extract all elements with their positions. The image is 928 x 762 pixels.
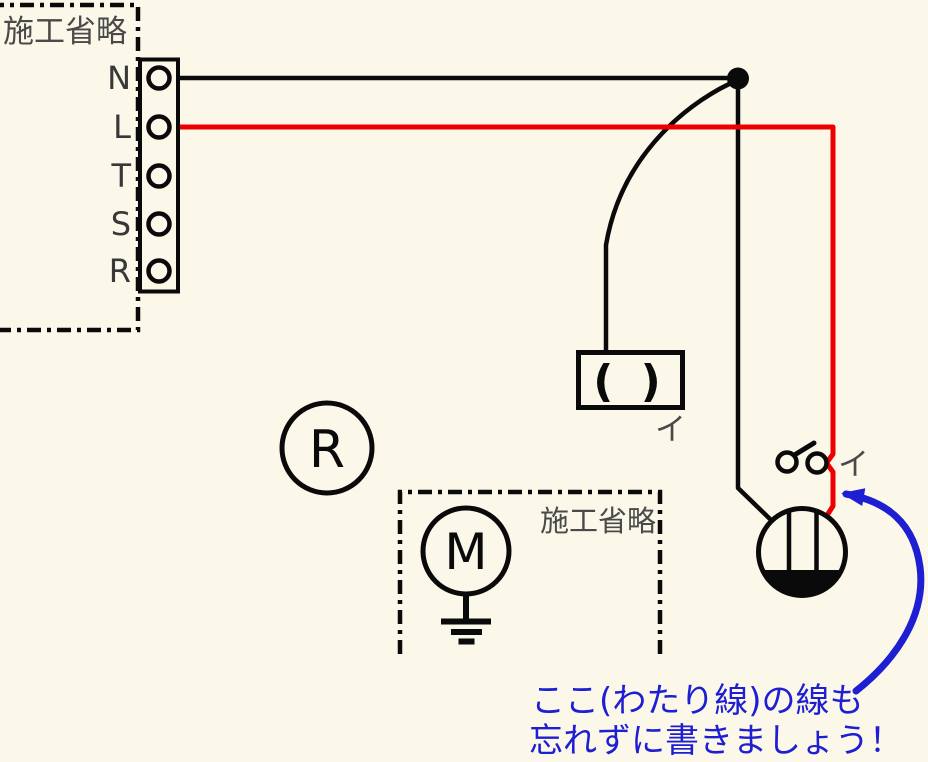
terminal-block: N L T S R <box>107 57 180 294</box>
terminal-label-r: R <box>109 252 131 290</box>
motor-panel-label: 施工省略 <box>540 504 656 538</box>
ground-icon <box>441 594 491 645</box>
terminal-label-n: N <box>107 59 131 97</box>
terminal-r <box>146 258 172 284</box>
neutral-wire-to-lamp <box>735 75 773 522</box>
live-wire-red <box>167 124 836 520</box>
annotation: ここ(わたり線)の線も 忘れずに書きましょう！ <box>529 488 925 761</box>
neutral-wire-curve-to-device <box>603 77 741 355</box>
switch-contact-right <box>805 451 829 475</box>
terminal-n <box>146 65 172 91</box>
blank-device-box <box>576 350 685 410</box>
junction-dot <box>727 67 749 90</box>
blank-device-circuit-mark: イ <box>655 412 686 448</box>
terminal-t <box>146 163 172 189</box>
switch-circuit-mark: イ <box>838 447 869 483</box>
terminal-l <box>146 114 172 140</box>
terminal-s <box>146 211 172 237</box>
blank-device-value: ( ) <box>593 356 667 407</box>
annotation-line1: ここ(わたり線)の線も <box>531 681 864 721</box>
ringer-circle <box>279 400 375 496</box>
switch-contact-left <box>775 450 799 474</box>
lamp-filled-base <box>761 570 843 597</box>
annotation-arrow <box>841 488 925 695</box>
motor-letter: M <box>444 523 487 581</box>
motor-panel-dashdot-border <box>397 489 663 654</box>
wires <box>167 67 836 522</box>
annotation-line2: 忘れずに書きましょう！ <box>529 721 903 761</box>
terminal-label-l: L <box>113 108 131 146</box>
terminal-label-s: S <box>111 205 131 243</box>
blank-device: ( ) イ <box>576 350 686 448</box>
ringer-symbol: R <box>279 400 375 496</box>
terminal-label-t: T <box>110 157 131 195</box>
lamp-receptacle-symbol <box>756 506 848 598</box>
ringer-letter: R <box>309 420 345 480</box>
motor-panel: 施工省略 M <box>397 489 663 654</box>
source-panel-label: 施工省略 <box>3 14 127 50</box>
switch-symbol: イ <box>775 440 869 483</box>
